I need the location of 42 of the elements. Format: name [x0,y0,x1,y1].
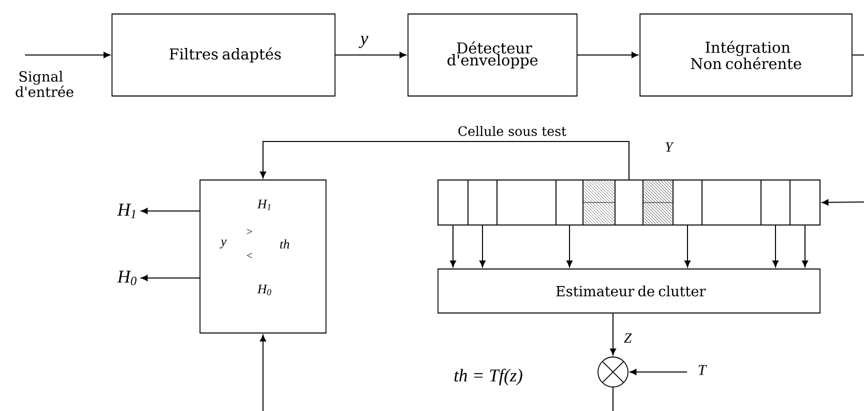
output-label: H$_{0}$ [117,270,136,286]
arrow [822,199,864,206]
edge-label: Cellule sous test [452,124,568,138]
register-cell [760,180,790,226]
register-cell [556,180,584,226]
arrow [260,141,630,180]
register-cell [672,180,702,226]
process-box: Intégration Non cohérente [640,14,852,96]
register-cell [702,180,762,226]
edge-label: Z [619,332,633,344]
decision-box: H$_{1}$ y > < th H$_{0}$ [200,180,326,334]
process-box: Filtres adaptés [112,14,336,96]
arrow [140,208,200,214]
register-cell [614,180,644,226]
arrow [684,224,691,268]
multiplier-symbol [598,356,628,388]
arrow [630,368,688,376]
arrow [576,52,638,58]
output-label: H$_{1}$ [117,204,136,218]
arrow [450,224,456,268]
edge-label: y [354,34,370,50]
text-label: Y [666,142,674,152]
arrow [772,224,779,268]
process-box: Estimateur de clutter [438,268,820,314]
register-cell [582,180,616,226]
register-cell [642,180,674,226]
arrow [140,274,200,282]
register-cell [790,180,820,226]
process-box: Détecteur d'enveloppe [408,14,578,96]
edge-label: T [692,364,708,376]
text-label: th = Tf(z) [454,368,522,386]
arrow [334,52,406,58]
arrow [610,312,616,356]
arrow [24,52,110,58]
arrow [260,334,266,411]
register-cell [468,180,498,226]
arrow [479,224,486,268]
arrow [802,224,808,268]
register-cell [496,180,556,226]
arrow [566,224,573,268]
edge-label: Signal d'entrée [14,70,86,98]
register-cell [438,180,468,226]
